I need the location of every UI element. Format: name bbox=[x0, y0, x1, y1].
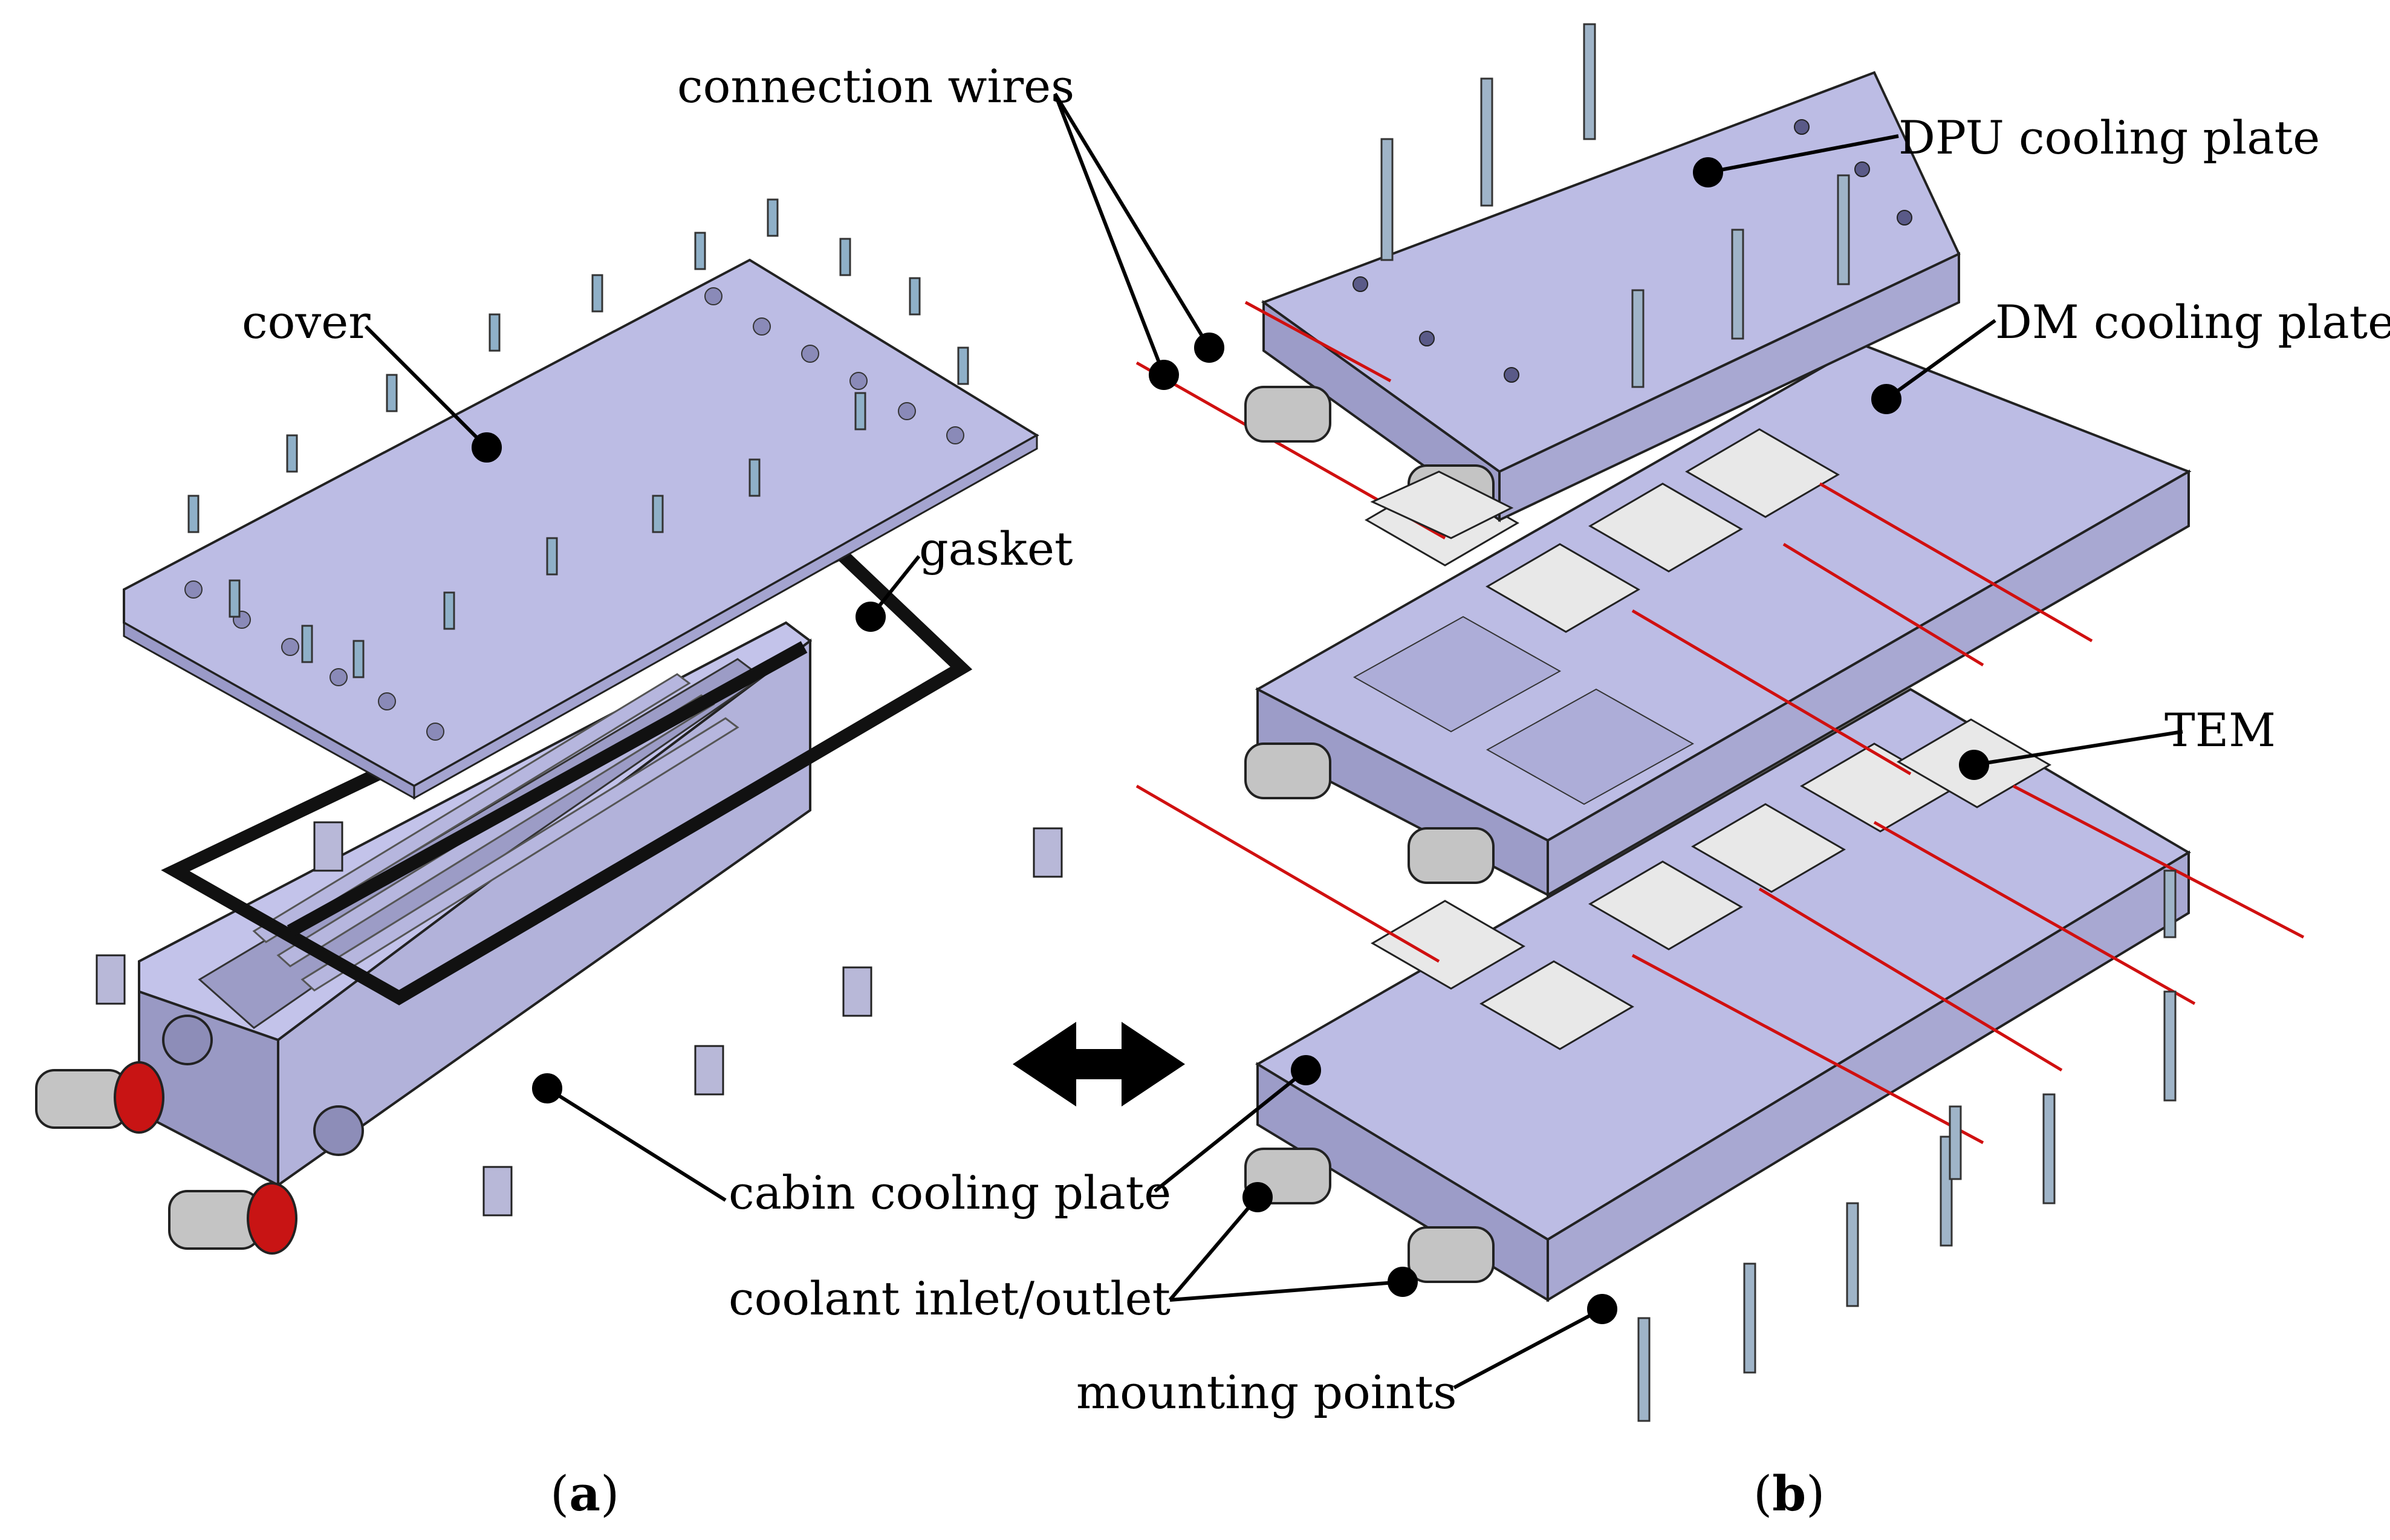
label-coolant-inlet-outlet: coolant inlet/outlet bbox=[729, 1272, 1171, 1325]
connection-wires-red bbox=[1135, 301, 2305, 1145]
label-tem: TEM bbox=[2164, 703, 2276, 757]
caption-a: (a) bbox=[550, 1465, 620, 1522]
label-gasket: gasket bbox=[919, 522, 1073, 576]
tem-modules-lower bbox=[1371, 718, 2051, 1050]
cabin-cooling-plate-b bbox=[1255, 687, 2191, 1302]
coolant-connectors-a bbox=[35, 1061, 297, 1255]
leader-lines bbox=[364, 93, 2183, 1389]
label-cover: cover bbox=[242, 295, 371, 349]
tem-module-top bbox=[1370, 470, 1514, 539]
label-dm-cooling-plate: DM cooling plate bbox=[1995, 295, 2390, 349]
double-arrow-icon bbox=[1013, 1022, 1185, 1106]
dm-cooling-plate bbox=[1255, 343, 2192, 897]
cover-a bbox=[123, 258, 1039, 800]
mounting-brackets-a bbox=[96, 821, 1063, 1217]
label-connection-wires: connection wires bbox=[677, 59, 1075, 113]
panel-a-cabin-assembly bbox=[35, 198, 1063, 1255]
label-mounting-points: mounting points bbox=[1076, 1365, 1457, 1419]
cover-screws-a bbox=[187, 198, 969, 678]
mounting-bolts-b bbox=[1380, 23, 2177, 1422]
panel-b-stack-assembly bbox=[1135, 23, 2305, 1422]
label-cabin-cooling-plate: cabin cooling plate bbox=[729, 1166, 1172, 1220]
caption-b: (b) bbox=[1753, 1465, 1825, 1522]
label-dpu-cooling-plate: DPU cooling plate bbox=[1898, 111, 2320, 164]
